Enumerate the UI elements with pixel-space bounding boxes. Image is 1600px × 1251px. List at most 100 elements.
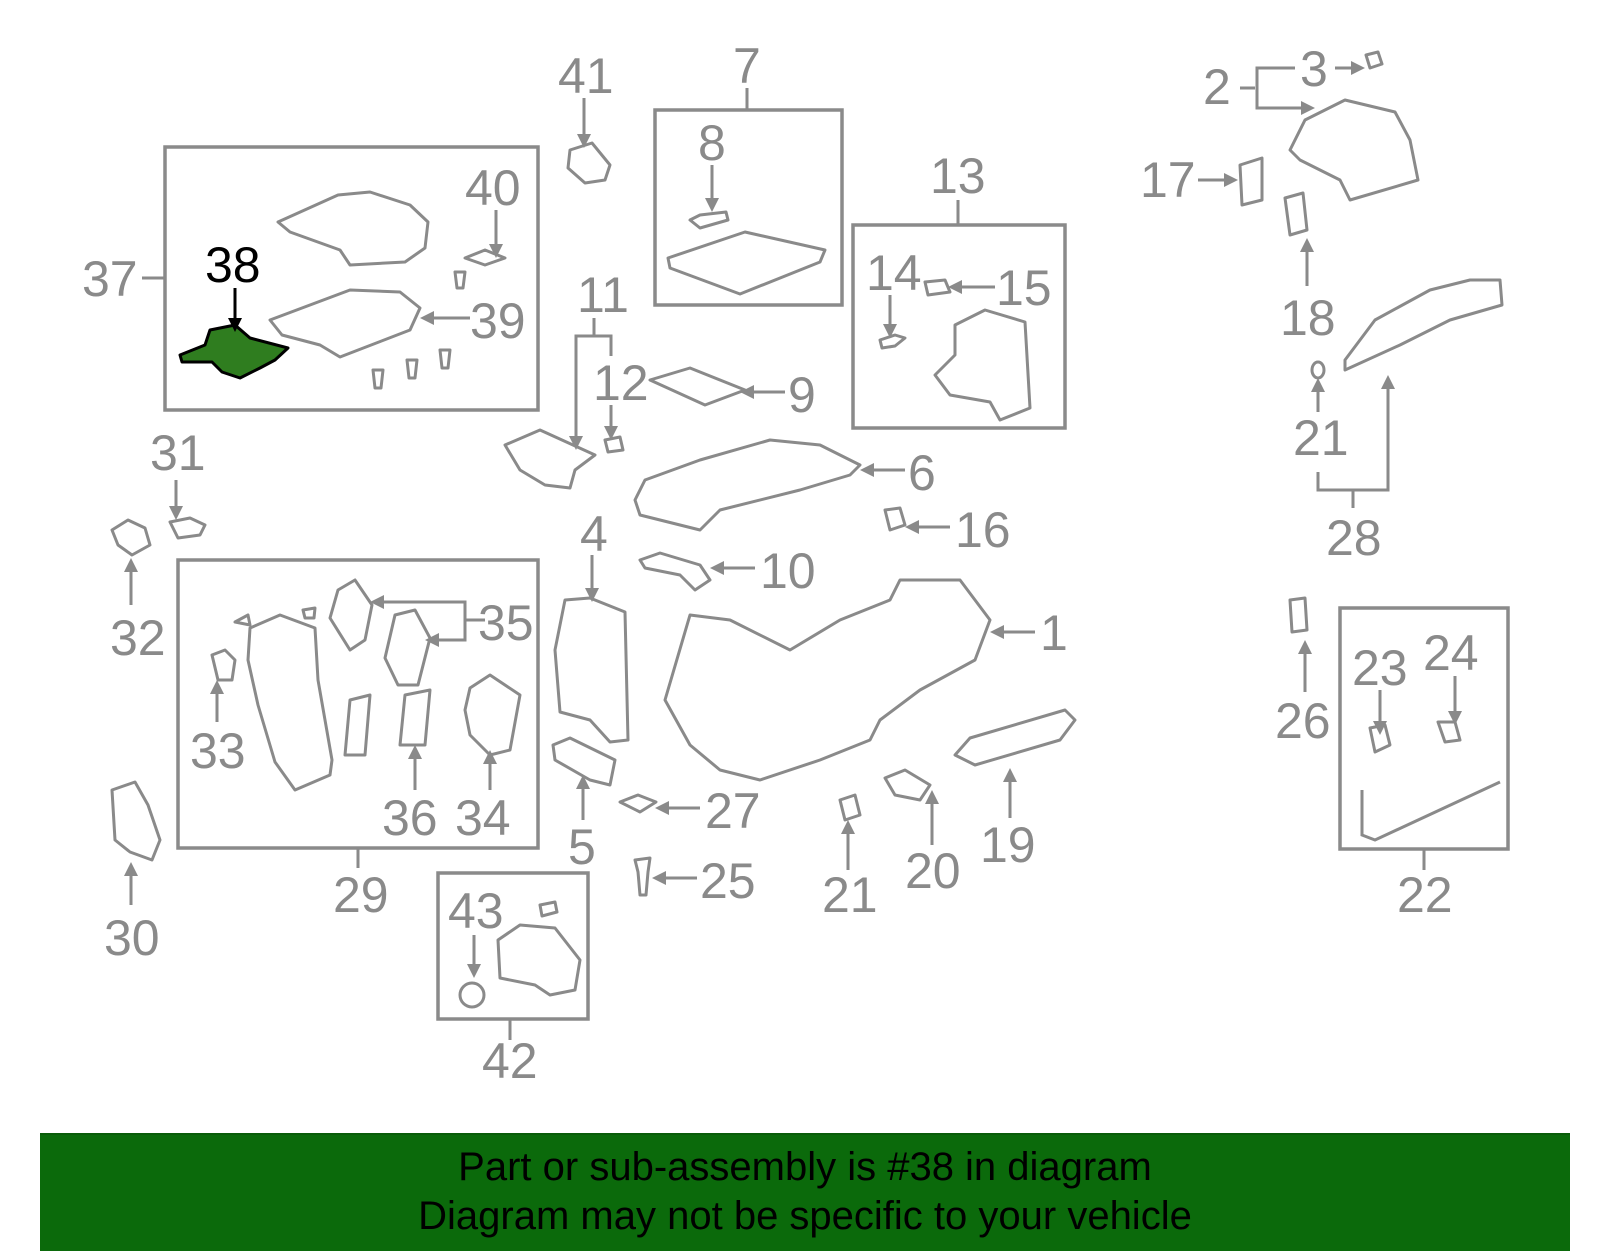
callout-24: 24: [1423, 625, 1479, 681]
arrowhead-43: [467, 964, 481, 978]
callout-41: 41: [558, 48, 614, 104]
leader-35-bracket: [380, 600, 467, 642]
knob-part-41: [566, 141, 612, 185]
callout-37: 37: [82, 251, 138, 307]
callout-17: 17: [1140, 152, 1196, 208]
callout-10: 10: [760, 543, 816, 599]
bulb-part-26: [1288, 596, 1309, 634]
screw-part-14: [878, 333, 907, 350]
arrowhead-27: [655, 801, 669, 815]
console-part-1: [663, 578, 992, 782]
callout-11: 11: [577, 267, 629, 323]
clip-part-40: [463, 248, 507, 267]
trim-part-28: [1343, 278, 1504, 372]
callout-15: 15: [996, 260, 1052, 316]
callout-18: 18: [1280, 290, 1336, 346]
screw-part: [371, 368, 385, 390]
holder-part: [933, 308, 1032, 422]
arrowhead-20: [925, 790, 939, 804]
callout-14: 14: [866, 245, 922, 301]
clip-part: [233, 613, 252, 627]
callout-42: 42: [482, 1033, 538, 1089]
callout-4: 4: [580, 506, 608, 562]
callout-3: 3: [1300, 41, 1328, 97]
callout-20: 20: [905, 843, 961, 899]
info-banner: Part or sub-assembly is #38 in diagram D…: [40, 1133, 1570, 1251]
screw-part: [453, 270, 467, 290]
lid-part-9: [648, 366, 747, 407]
callout-27: 27: [705, 783, 761, 839]
arrowhead-4: [585, 588, 599, 602]
arrowhead-35b: [425, 633, 439, 647]
banner-line-part: Part or sub-assembly is #38 in diagram: [458, 1145, 1152, 1189]
callout-28: 28: [1326, 510, 1382, 566]
clip-part-32: [110, 518, 152, 557]
callout-30: 30: [104, 910, 160, 966]
arrowhead-41: [577, 134, 591, 148]
arrowhead-6: [860, 463, 874, 477]
callout-32: 32: [110, 610, 166, 666]
highlighted-part-38[interactable]: [178, 323, 290, 380]
bracket-part-35b: [383, 608, 432, 687]
trim-part: [343, 693, 372, 757]
arrowhead-16: [905, 520, 919, 534]
banner-line-disclaimer: Diagram may not be specific to your vehi…: [418, 1194, 1192, 1238]
arrowhead-32: [124, 558, 138, 572]
callout-25: 25: [700, 853, 756, 909]
arrowhead-23: [1373, 721, 1387, 735]
arrowhead-14: [883, 324, 897, 338]
cupholder-part: [503, 428, 597, 490]
ring-part-43: [458, 981, 486, 1009]
bolt-part-25: [633, 856, 652, 897]
callout-7: 7: [733, 38, 761, 94]
arrowhead-35a: [370, 595, 384, 609]
callout-2: 2: [1203, 59, 1231, 115]
trim-part-36: [398, 688, 432, 747]
arrowhead-38: [228, 318, 242, 332]
arrowhead-25: [652, 871, 666, 885]
arrowhead-36: [408, 745, 422, 759]
panel-part-4: [553, 596, 630, 744]
callout-22: 22: [1397, 867, 1453, 923]
arrowhead-24: [1448, 711, 1462, 725]
leader-2-bracket: [1255, 66, 1305, 110]
bracket-part-17: [1238, 156, 1264, 207]
arrowhead-18: [1300, 238, 1314, 252]
cable-part: [1360, 780, 1501, 842]
clip-part: [301, 606, 317, 620]
bracket-part-18: [1283, 191, 1309, 237]
bracket-part-35a: [328, 578, 374, 652]
clip-part-31: [168, 516, 207, 540]
callout-34: 34: [455, 790, 511, 846]
callout-35: 35: [478, 595, 534, 651]
arrowhead-2: [1301, 101, 1315, 115]
clip-part-24: [1436, 720, 1462, 744]
clip-part-3: [1364, 50, 1384, 70]
screw-part: [438, 348, 452, 370]
callout-23: 23: [1352, 640, 1408, 696]
callout-39: 39: [470, 293, 526, 349]
arrowhead-40: [489, 244, 503, 258]
arrowhead-1: [990, 625, 1004, 639]
callout-9: 9: [788, 367, 816, 423]
arrowhead-21a: [841, 820, 855, 834]
callout-16: 16: [955, 502, 1011, 558]
arrowhead-3: [1351, 61, 1365, 75]
arrowhead-17: [1224, 173, 1238, 187]
arrowhead-34: [483, 750, 497, 764]
duct-part-34: [463, 673, 522, 757]
screw-part-8: [688, 210, 730, 230]
callout-33: 33: [190, 723, 246, 779]
arrowhead-31: [169, 506, 183, 520]
arrowhead-19: [1003, 768, 1017, 782]
callout-1: 1: [1040, 605, 1068, 661]
callout-29: 29: [333, 867, 389, 923]
callout-26: 26: [1275, 693, 1331, 749]
arrowhead-10: [710, 561, 724, 575]
cover-part-2: [1288, 98, 1420, 202]
callout-12: 12: [593, 355, 649, 411]
vent-part-19: [953, 708, 1077, 767]
clip-part-12: [603, 435, 625, 454]
screw-part: [405, 358, 419, 380]
